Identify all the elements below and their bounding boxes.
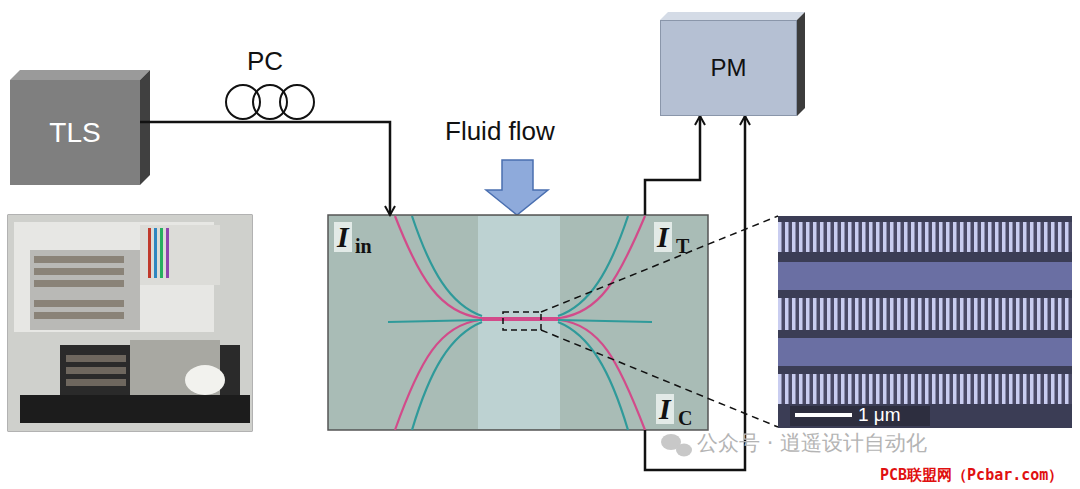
chip-photo [328,215,708,430]
scale-bar [795,413,852,417]
box-top [10,70,150,80]
watermark: 公众号 · 逍遥设计自动化 [697,429,927,457]
fiber-connector [645,116,745,470]
zoom-box [503,312,541,330]
intensity-subscript: T [673,236,692,256]
intensity-subscript: in [352,236,375,256]
flow-label: Fluid flow [445,116,555,147]
sensor-chip: IinITIC [328,215,708,430]
box-label: PM [711,54,747,82]
intensity-symbol: I [656,394,674,424]
flow-arrow [486,160,548,215]
power-meter-box: PM [660,20,797,116]
box-label: TLS [49,117,100,149]
component-label: PC [247,46,283,77]
setup-photo [8,215,252,431]
box-top [660,12,805,20]
wechat-icon [661,434,692,457]
watermark: PCB联盟网（Pcbar.com） [880,466,1063,485]
sem-image [778,216,1072,428]
fiber-connector [140,122,390,215]
waveguides [388,216,652,430]
box-side [140,70,150,185]
intensity-subscript: C [675,408,695,428]
scale-label: 1 μm [858,404,901,426]
laser-source-box: TLS [10,80,140,185]
fluid-channel [478,216,560,429]
box-side [797,12,805,116]
zoom-leaders [541,216,778,427]
intensity-symbol: I [654,222,672,252]
intensity-symbol: I [334,222,352,252]
fiber-connector [645,116,700,215]
coil-symbol [226,85,314,119]
